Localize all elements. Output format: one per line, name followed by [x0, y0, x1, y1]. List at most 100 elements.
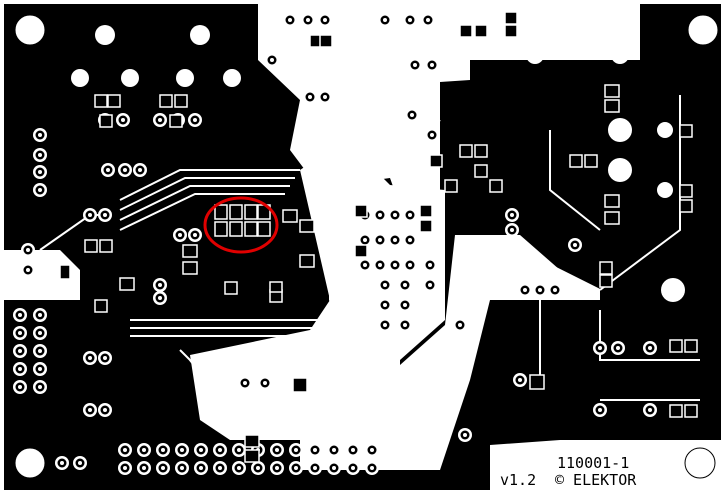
smd-pad [669, 339, 683, 353]
pad [423, 278, 437, 292]
pad [318, 13, 332, 27]
pad [611, 341, 625, 355]
pad [33, 148, 47, 162]
version-label: v1.2 [500, 471, 536, 489]
smd-pad [229, 204, 243, 220]
pad [33, 380, 47, 394]
pad [118, 461, 132, 475]
smd-pad [119, 277, 135, 291]
smd-pad [504, 11, 518, 25]
pad [21, 243, 35, 257]
pad [33, 183, 47, 197]
pad [378, 278, 392, 292]
pad [308, 443, 322, 457]
smd-pad [244, 221, 258, 237]
pad [101, 163, 115, 177]
smd-pad [169, 114, 183, 128]
smd-pad [599, 261, 613, 275]
smd-pad [419, 219, 433, 233]
pad [33, 308, 47, 322]
pad [153, 113, 167, 127]
pad [593, 403, 607, 417]
pad [33, 344, 47, 358]
board-labels: 110001-1 v1.2 © ELEKTOR [498, 454, 657, 489]
pad [13, 344, 27, 358]
pad [83, 208, 97, 222]
pad [453, 318, 467, 332]
pad [327, 443, 341, 457]
pad [213, 461, 227, 475]
smd-pad [229, 221, 243, 237]
smd-pad [459, 24, 473, 38]
pad [238, 376, 252, 390]
smd-pad [269, 281, 283, 293]
smd-pad [444, 179, 458, 193]
smd-pad [529, 374, 545, 390]
pad [365, 461, 379, 475]
pad [232, 461, 246, 475]
smd-pad [94, 94, 108, 108]
pad [643, 341, 657, 355]
pad [283, 13, 297, 27]
smd-pad [244, 204, 258, 220]
pad [398, 318, 412, 332]
smd-pad [584, 154, 598, 168]
pad [303, 90, 317, 104]
mounting-holes [14, 14, 719, 479]
pad [289, 461, 303, 475]
smd-pad [292, 377, 308, 393]
pad [188, 113, 202, 127]
smd-pad [354, 204, 368, 218]
pad [318, 90, 332, 104]
smd-pad [604, 84, 620, 98]
pad [378, 318, 392, 332]
pad [258, 376, 272, 390]
smd-pad [99, 114, 113, 128]
smd-pad [182, 244, 198, 258]
pad [408, 58, 422, 72]
smd-pad [474, 164, 488, 178]
pad [265, 53, 279, 67]
pad [388, 208, 402, 222]
pad [458, 428, 472, 442]
pad [137, 461, 151, 475]
smd-pad [214, 221, 228, 237]
pad [403, 233, 417, 247]
pad [421, 13, 435, 27]
pad [513, 373, 527, 387]
pad [505, 223, 519, 237]
smd-pad [604, 194, 620, 208]
pad [289, 443, 303, 457]
pad [388, 258, 402, 272]
pad [425, 128, 439, 142]
pad [194, 443, 208, 457]
smd-pad [84, 239, 98, 253]
highlight-circle [203, 196, 279, 254]
pad [425, 58, 439, 72]
pad [83, 403, 97, 417]
smd-pad [59, 264, 71, 280]
pad [388, 233, 402, 247]
pad [301, 13, 315, 27]
smd-pad [214, 204, 228, 220]
pad [403, 13, 417, 27]
pad [21, 263, 35, 277]
pad [137, 443, 151, 457]
pad [153, 291, 167, 305]
smd-pad [159, 94, 173, 108]
pad [378, 298, 392, 312]
smd-pad [489, 179, 503, 193]
smd-pad [504, 24, 518, 38]
pad [346, 461, 360, 475]
pad [116, 113, 130, 127]
smd-pads [59, 11, 698, 463]
smd-pad [669, 404, 683, 418]
smd-pad [459, 144, 473, 158]
pad [98, 208, 112, 222]
pad [358, 233, 372, 247]
pad [118, 443, 132, 457]
pad [98, 351, 112, 365]
pad [83, 351, 97, 365]
